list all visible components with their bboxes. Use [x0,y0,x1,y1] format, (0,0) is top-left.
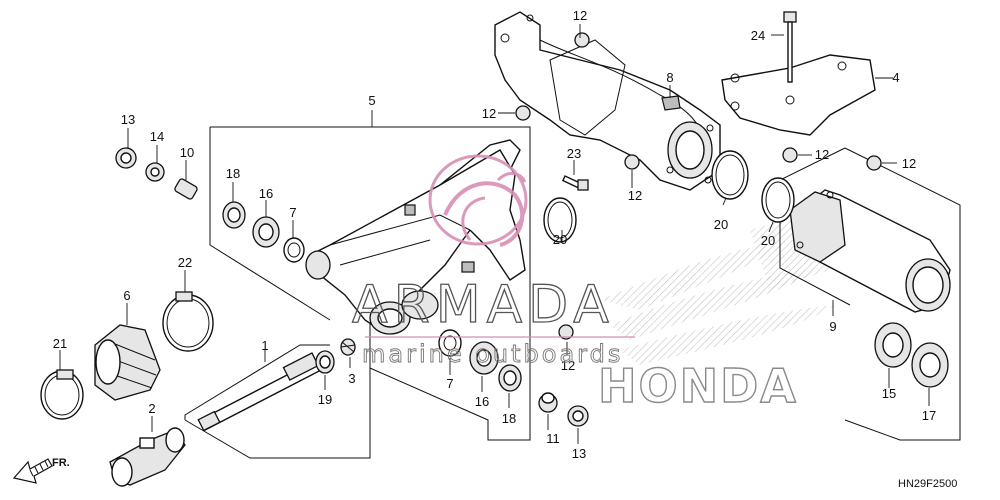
clamp-21 [40,369,84,420]
washer-14 [145,162,165,182]
o-ring-20-right [761,177,795,223]
group-1-box [184,340,371,459]
callout-13-upper: 13 [121,112,135,127]
callout-6: 6 [123,288,130,303]
axle-tube-9 [789,189,951,313]
callout-12-lower: 12 [561,358,575,373]
callout-11: 11 [546,431,560,446]
bearing-16-upper [252,216,280,248]
callout-2: 2 [148,401,155,416]
callout-12-upper-left: 12 [482,106,496,121]
fitting-11 [538,392,558,413]
group-9-box [844,147,961,441]
final-drive-case-8 [494,11,721,191]
ring-19 [315,350,335,374]
callout-17: 17 [922,408,936,423]
seal-7-upper [283,237,305,263]
group-5-box-left [209,127,331,321]
honda-logo-text: HONDA [598,359,798,413]
callout-1: 1 [261,338,268,353]
callout-3: 3 [348,371,355,386]
bracket-4 [721,54,876,136]
callout-10: 10 [180,145,194,160]
seal-17 [911,342,949,388]
callout-23: 23 [567,146,581,161]
callout-7-lower: 7 [446,376,453,391]
bearing-18-lower [498,364,522,392]
nut-12-top [574,32,590,48]
bolt-23 [561,175,589,191]
o-ring-20-left [543,197,577,243]
bolt-24 [783,11,797,83]
armada-brand-text: ARMADA [352,275,615,335]
bearing-15 [874,322,912,368]
callout-8: 8 [666,70,673,85]
callout-7-upper: 7 [289,205,296,220]
diagram-code: HN29F2500 [898,478,957,490]
callout-9: 9 [829,319,836,334]
bearing-16-lower [469,341,499,375]
callout-14: 14 [150,129,164,144]
o-ring-20-middle [711,150,749,200]
callout-24: 24 [751,28,765,43]
callout-21: 21 [53,336,67,351]
callout-18-lower: 18 [502,411,516,426]
nut-12-middle [624,154,640,170]
nut-12-upper-left [515,105,531,121]
nut-12-bracket [782,147,798,163]
fr-label: FR. [52,457,70,469]
universal-joint-2 [109,427,186,487]
spring-3 [340,338,356,356]
callout-15: 15 [882,386,896,401]
callout-22: 22 [178,255,192,270]
callout-20-middle: 20 [714,217,728,232]
callout-13-lower: 13 [572,446,586,461]
nut-13-lower [567,405,589,427]
clamp-22 [162,291,214,352]
callout-5: 5 [368,93,375,108]
armada-watermark: ARMADA marine outboards [351,154,635,368]
boot-6 [94,324,161,401]
callout-18-upper: 18 [226,166,240,181]
callout-16-lower: 16 [475,394,489,409]
armada-logo-icon [428,154,528,247]
callout-12-bracket: 12 [815,147,829,162]
callout-12-middle: 12 [628,188,642,203]
callout-20-right: 20 [761,233,775,248]
callout-20-left: 20 [553,232,567,247]
drive-shaft-1 [197,352,326,432]
callout-12-top: 12 [573,8,587,23]
nut-13-upper [115,147,137,169]
front-direction-arrow: FR. [12,457,70,484]
fitting-10 [174,178,198,200]
callout-19: 19 [318,392,332,407]
nut-12-right [866,155,882,171]
nut-12-lower [558,324,574,340]
callout-4: 4 [892,70,899,85]
armada-tagline-text: marine outboards [362,340,623,368]
callout-16-upper: 16 [259,186,273,201]
callout-12-right: 12 [902,156,916,171]
bearing-18-upper [222,201,246,229]
